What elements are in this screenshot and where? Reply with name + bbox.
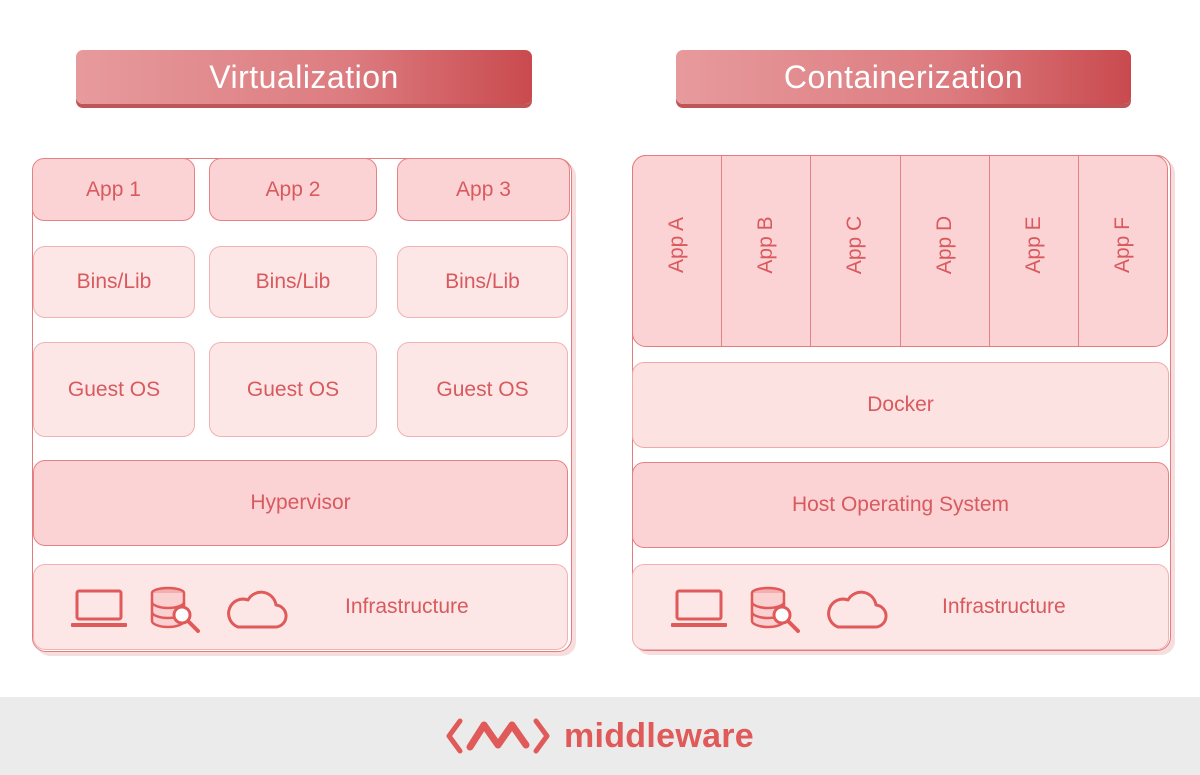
app-b-column: App B bbox=[722, 156, 812, 346]
containerization-title: Containerization bbox=[676, 50, 1131, 104]
app-c-column: App C bbox=[811, 156, 901, 346]
database-search-icon bbox=[150, 586, 200, 633]
app-2-box: App 2 bbox=[209, 158, 377, 221]
footer-bar: middleware bbox=[0, 697, 1200, 775]
laptop-icon bbox=[671, 589, 727, 627]
app-3-box: App 3 bbox=[397, 158, 570, 221]
docker-box: Docker bbox=[632, 362, 1169, 448]
hypervisor-box: Hypervisor bbox=[33, 460, 568, 546]
brand: middleware bbox=[446, 717, 754, 756]
guest-os-3-box: Guest OS bbox=[397, 342, 568, 437]
cloud-icon bbox=[827, 590, 888, 629]
containerization-infrastructure-label: Infrastructure bbox=[942, 595, 1066, 618]
virtualization-title: Virtualization bbox=[76, 50, 532, 104]
middleware-logo-icon bbox=[446, 718, 550, 754]
containerization-infra-icons bbox=[670, 585, 888, 633]
diagram-canvas: Virtualization App 1 App 2 App 3 Bins/Li… bbox=[3, 3, 1197, 696]
app-a-column: App A bbox=[633, 156, 723, 346]
virtualization-infra-icons bbox=[70, 585, 288, 633]
laptop-icon bbox=[71, 589, 127, 627]
app-e-column: App E bbox=[990, 156, 1079, 346]
bins-lib-2-box: Bins/Lib bbox=[209, 246, 377, 318]
container-apps-row: App A App B App C App D App E App F bbox=[632, 155, 1168, 347]
bins-lib-1-box: Bins/Lib bbox=[33, 246, 195, 318]
app-f-column: App F bbox=[1110, 217, 1134, 274]
app-d-column: App D bbox=[901, 156, 990, 346]
guest-os-1-box: Guest OS bbox=[33, 342, 195, 437]
cloud-icon bbox=[227, 590, 288, 629]
virtualization-infrastructure-label: Infrastructure bbox=[345, 595, 469, 618]
guest-os-2-box: Guest OS bbox=[209, 342, 377, 437]
host-os-box: Host Operating System bbox=[632, 462, 1169, 548]
database-search-icon bbox=[750, 586, 800, 633]
app-1-box: App 1 bbox=[32, 158, 195, 221]
bins-lib-3-box: Bins/Lib bbox=[397, 246, 568, 318]
brand-name: middleware bbox=[563, 716, 755, 755]
